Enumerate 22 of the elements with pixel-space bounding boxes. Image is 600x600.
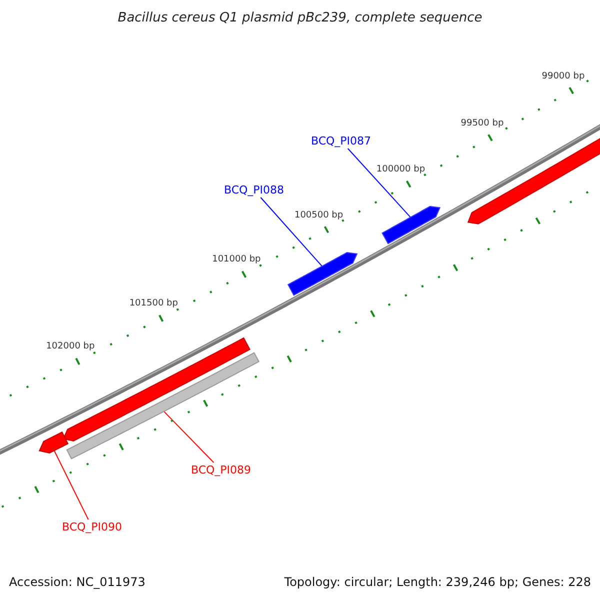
tick-label: 101500 bp <box>129 300 178 309</box>
gene-feature-bar <box>38 431 69 454</box>
leader-line <box>347 148 411 218</box>
leader-line <box>260 197 323 267</box>
tick-label: 100000 bp <box>376 166 426 175</box>
accession-note: Accession: NC_011973 <box>9 576 146 588</box>
tick-label: 102000 bp <box>46 342 95 352</box>
leader-line <box>163 410 214 463</box>
tick-label: 100500 bp <box>294 211 344 220</box>
gene-feature-bar <box>66 352 260 460</box>
tick-label: 101000 bp <box>212 256 261 265</box>
gene-label: BCQ_PI088 <box>224 184 284 196</box>
topology-note: Topology: circular; Length: 239,246 bp; Genes: 228 <box>284 576 591 588</box>
gene-feature-bar <box>382 206 441 244</box>
gene-label: BCQ_PI090 <box>62 522 122 532</box>
tick-label: 99500 bp <box>460 119 504 128</box>
gene-label: BCQ_PI087 <box>310 136 372 146</box>
gene-label: BCQ_PI089 <box>190 464 252 476</box>
leader-line <box>54 450 89 520</box>
gene-feature-bar <box>287 252 358 296</box>
diagram-title: Bacillus cereus Q1 plasmid pBc239, complete sequence <box>118 12 482 24</box>
tick-label: 99000 bp <box>542 72 585 82</box>
